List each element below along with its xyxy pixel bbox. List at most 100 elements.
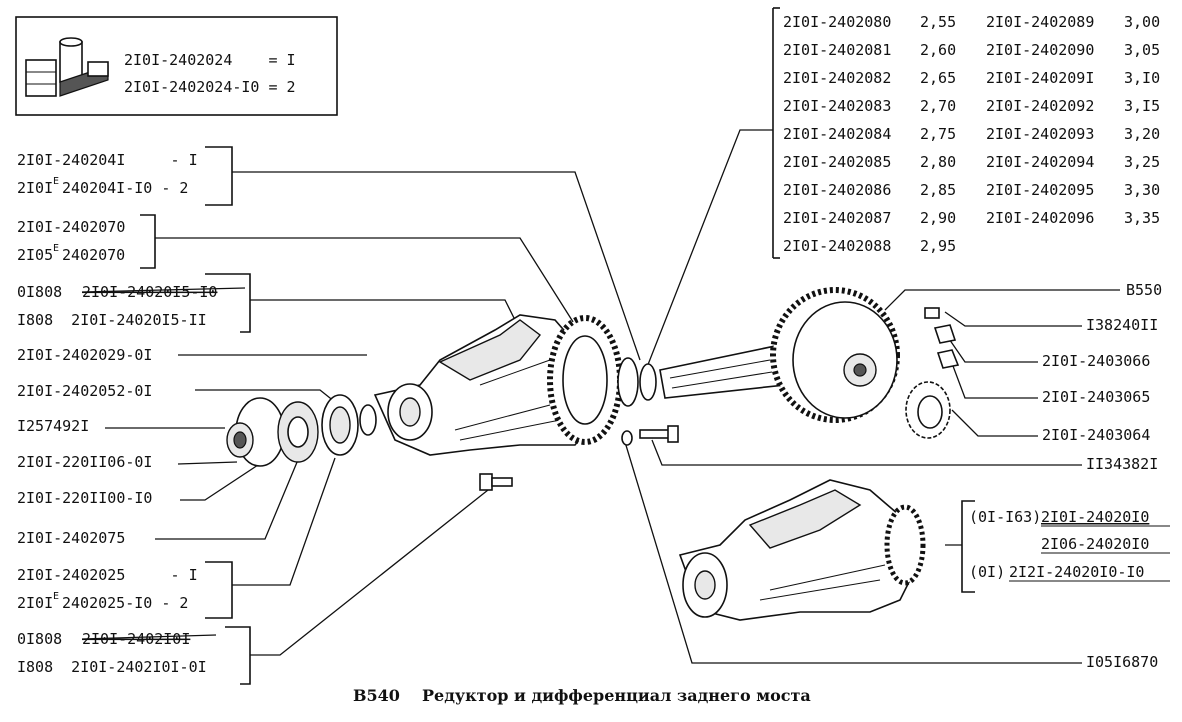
parts-kit-icon xyxy=(25,37,109,97)
label-bolt-plate: I38240II xyxy=(1086,316,1158,334)
shim-thickness: 2,70 xyxy=(920,97,956,115)
label-pinion-2: 2I05 E 2402070 xyxy=(17,243,125,264)
lock-plate-b xyxy=(936,349,960,369)
svg-text:B540: B540 xyxy=(353,686,400,705)
shim-part-number: 2I0I-2402088 xyxy=(783,237,891,255)
svg-text:0I808: 0I808 xyxy=(17,630,62,648)
svg-text:(0I-I63): (0I-I63) xyxy=(969,508,1041,526)
shim-part-number: 2I0I-2402095 xyxy=(986,181,1094,199)
label-nut: I257492I xyxy=(17,417,89,435)
label-nut-ring: 2I0I-2403064 xyxy=(1042,426,1150,444)
label-housing-2: I808 2I0I-24020I5-II xyxy=(17,311,207,329)
shim-part-number: 2I0I-2402090 xyxy=(986,41,1094,59)
shim-thickness: 2,75 xyxy=(920,125,956,143)
shim-part-number: 2I0I-2402085 xyxy=(783,153,891,171)
shim-part-number: 2I0I-2402089 xyxy=(986,13,1094,31)
label-ring-gear-1: 2I0I-240204I - I xyxy=(17,151,198,169)
svg-text:2402025-I0 - 2: 2402025-I0 - 2 xyxy=(62,594,188,612)
svg-text:2I0I-24020I5-I0: 2I0I-24020I5-I0 xyxy=(82,283,217,301)
svg-text:2I05: 2I05 xyxy=(17,246,53,264)
shim-part-number: 2I0I-2402086 xyxy=(783,181,891,199)
label-b550: B550 xyxy=(1126,281,1162,299)
kit-line-1: 2I0I-2402024 = I xyxy=(124,51,296,69)
diff-bolt xyxy=(639,425,679,443)
adjuster-nut xyxy=(905,381,951,439)
label-lock-b: 2I0I-2403065 xyxy=(1042,388,1150,406)
label-seal: 2I0I-220II00-I0 xyxy=(17,489,152,507)
shim-washer xyxy=(639,363,657,401)
shim-part-number: 2I0I-2402081 xyxy=(783,41,891,59)
shim-thickness: 2,60 xyxy=(920,41,956,59)
shim-part-number: 2I0I-2402094 xyxy=(986,153,1094,171)
shim-thickness: 3,30 xyxy=(1124,181,1160,199)
assembled-final-drive xyxy=(678,479,926,621)
label-pinion-1: 2I0I-2402070 xyxy=(17,218,125,236)
right-labels: B550 I38240II 2I0I-2403066 2I0I-2403065 … xyxy=(961,281,1170,671)
label-washer: 2I0I-2402075 xyxy=(17,529,125,547)
shim-table: 2I0I-2402080 2,55 2I0I-2402081 2,60 2I0I-240… xyxy=(772,7,1160,259)
oil-seal xyxy=(277,401,319,463)
label-diff-1: 2I0I-2402025 - I xyxy=(17,566,198,584)
front-bearing xyxy=(321,394,359,456)
label-ring-gear-2: 2I0I E 240204I-I0 - 2 xyxy=(17,176,188,197)
shim-part-number: 2I0I-2402087 xyxy=(783,209,891,227)
svg-text:2I0I: 2I0I xyxy=(17,594,53,612)
svg-text:2I2I-24020I0-I0: 2I2I-24020I0-I0 xyxy=(1009,563,1144,581)
shim-thickness: 3,05 xyxy=(1124,41,1160,59)
kit-box: 2I0I-2402024 = I 2I0I-2402024-I0 = 2 xyxy=(15,16,338,116)
shim-part-number: 2I0I-2402084 xyxy=(783,125,891,143)
svg-text:(0I): (0I) xyxy=(969,563,1005,581)
svg-text:E: E xyxy=(53,176,59,187)
shim-thickness: 2,85 xyxy=(920,181,956,199)
shim-part-number: 2I0I-240209I xyxy=(986,69,1094,87)
shim-part-number: 2I0I-2402083 xyxy=(783,97,891,115)
shim-thickness: 3,20 xyxy=(1124,125,1160,143)
kit-line-2: 2I0I-2402024-I0 = 2 xyxy=(124,78,296,96)
final-drive-parts xyxy=(226,287,960,621)
shim-part-number: 2I0I-2402096 xyxy=(986,209,1094,227)
svg-text:2I0I-24020I0: 2I0I-24020I0 xyxy=(1041,508,1149,526)
svg-text:2402070: 2402070 xyxy=(62,246,125,264)
shim-thickness: 2,80 xyxy=(920,153,956,171)
svg-text:E: E xyxy=(53,591,59,602)
shim-part-number: 2I0I-2402082 xyxy=(783,69,891,87)
label-housing-1: 0I808 2I0I-24020I5-I0 xyxy=(17,283,246,301)
shim-thickness: 3,35 xyxy=(1124,209,1160,227)
shim-part-number: 2I0I-2402093 xyxy=(986,125,1094,143)
ring-gear xyxy=(547,315,623,445)
shim-thickness: 2,95 xyxy=(920,237,956,255)
left-labels: 2I0I-240204I - I 2I0I E 240204I-I0 - 2 2… xyxy=(17,146,251,685)
shim-thickness: 2,55 xyxy=(920,13,956,31)
shim-thickness: 3,I0 xyxy=(1124,69,1160,87)
pinion-shaft xyxy=(659,344,786,399)
svg-text:240204I-I0 - 2: 240204I-I0 - 2 xyxy=(62,179,188,197)
label-spacer: 2I0I-2402029-0I xyxy=(17,346,152,364)
figure-caption: B540 Редуктор и дифференциал заднего мос… xyxy=(353,686,811,705)
label-diff-2: 2I0I E 2402025-I0 - 2 xyxy=(17,591,188,612)
svg-text:Редуктор и дифференциал заднег: Редуктор и дифференциал заднего моста xyxy=(422,686,811,705)
differential-case xyxy=(770,287,900,423)
label-bolt: II34382I xyxy=(1086,455,1158,473)
shim-part-number: 2I0I-2402080 xyxy=(783,13,891,31)
shim-thickness: 3,I5 xyxy=(1124,97,1160,115)
spacer-part xyxy=(359,404,377,436)
label-washer-b: I05I6870 xyxy=(1086,653,1158,671)
shim-thickness: 2,65 xyxy=(920,69,956,87)
svg-text:2I06-24020I0: 2I06-24020I0 xyxy=(1041,535,1149,553)
lock-plate-a xyxy=(933,324,957,344)
svg-text:2I0I-2402I0I: 2I0I-2402I0I xyxy=(82,630,190,648)
label-flange: 2I0I-220II06-0I xyxy=(17,453,152,471)
cover-bolt xyxy=(479,473,513,491)
svg-text:E: E xyxy=(53,243,59,254)
label-cover-2: I808 2I0I-2402I0I-0I xyxy=(17,658,207,676)
svg-text:0I808: 0I808 xyxy=(17,283,62,301)
label-bearing: 2I0I-2402052-0I xyxy=(17,382,152,400)
shim-thickness: 2,90 xyxy=(920,209,956,227)
shim-part-number: 2I0I-2402092 xyxy=(986,97,1094,115)
svg-text:2I0I: 2I0I xyxy=(17,179,53,197)
small-washer xyxy=(621,430,633,446)
label-lock-a: 2I0I-2403066 xyxy=(1042,352,1150,370)
label-assembly: (0I-I63) 2I0I-24020I0 2I06-24020I0 (0I) … xyxy=(961,500,1170,593)
